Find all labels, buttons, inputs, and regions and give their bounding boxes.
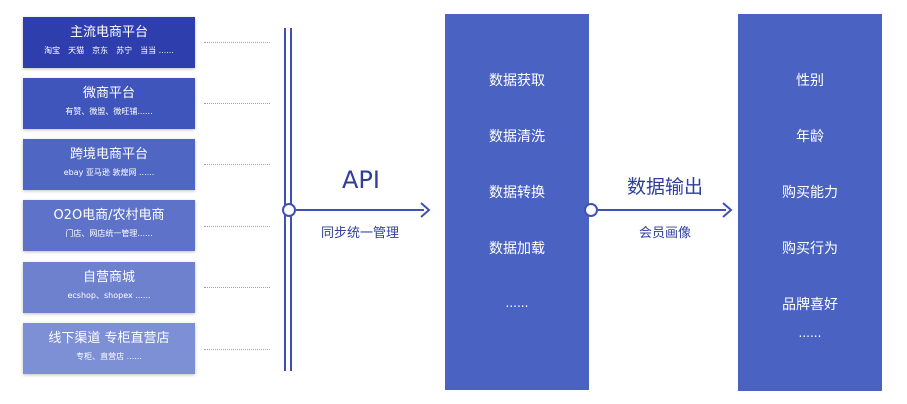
source-title: 微商平台 [82,86,135,101]
connector-dots [204,164,270,165]
collector-line-right [290,28,292,371]
processing-item: 数据清洗 [489,129,545,145]
source-box-offline: 线下渠道 专柜直营店 专柜、直营店 ...... [23,323,195,374]
connector-dots [204,226,270,227]
output-arrow-line [598,209,726,211]
profile-item: 购买行为 [782,241,838,257]
profile-column: 性别 年龄 购买能力 购买行为 品牌喜好 ...... [738,14,882,391]
source-box-wechat-commerce: 微商平台 有赞、微盟、微旺铺...... [23,78,195,129]
processing-item: ...... [505,296,529,310]
collector-line-left [284,28,286,371]
source-subtitle: 淘宝 天猫 京东 苏宁 当当 ...... [44,46,174,55]
source-box-own-mall: 自营商城 ecshop、shopex ...... [23,262,195,313]
api-arrow-line [296,209,424,211]
api-subtitle: 同步统一管理 [320,226,399,241]
source-title: O2O电商/农村电商 [53,208,165,223]
api-arrow-origin [282,203,296,217]
connector-dots [204,287,270,288]
connector-dots [204,349,270,350]
source-box-cross-border: 跨境电商平台 ebay 亚马逊 敦煌网 ...... [23,139,195,190]
connector-dots [204,42,270,43]
processing-item: 数据转换 [489,185,545,201]
processing-column: 数据获取 数据清洗 数据转换 数据加载 ...... [445,14,589,390]
source-subtitle: ebay 亚马逊 敦煌网 ...... [63,168,155,177]
api-arrow-head-icon [420,202,431,218]
output-subtitle: 会员画像 [638,226,691,241]
profile-item: 性别 [796,73,824,89]
processing-item: 数据获取 [489,73,545,89]
source-title: 自营商城 [82,270,135,285]
source-subtitle: 门店、网店统一管理...... [65,229,153,238]
source-subtitle: 专柜、直营店 ...... [76,352,142,361]
api-title: API [342,166,380,194]
output-arrow-origin [584,203,598,217]
profile-item: 品牌喜好 [782,297,838,313]
profile-item: ...... [798,326,822,340]
source-box-o2o-rural: O2O电商/农村电商 门店、网店统一管理...... [23,200,195,251]
profile-item: 年龄 [796,129,824,145]
processing-item: 数据加载 [489,241,545,257]
connector-dots [204,103,270,104]
source-box-mainstream-ecommerce: 主流电商平台 淘宝 天猫 京东 苏宁 当当 ...... [23,17,195,68]
source-subtitle: ecshop、shopex ...... [67,291,151,300]
source-title: 主流电商平台 [69,25,148,40]
source-subtitle: 有赞、微盟、微旺铺...... [65,107,153,116]
source-title: 线下渠道 专柜直营店 [48,331,170,346]
output-arrow-head-icon [722,202,733,218]
source-title: 跨境电商平台 [69,147,148,162]
output-title: 数据输出 [626,176,703,198]
profile-item: 购买能力 [782,185,838,201]
